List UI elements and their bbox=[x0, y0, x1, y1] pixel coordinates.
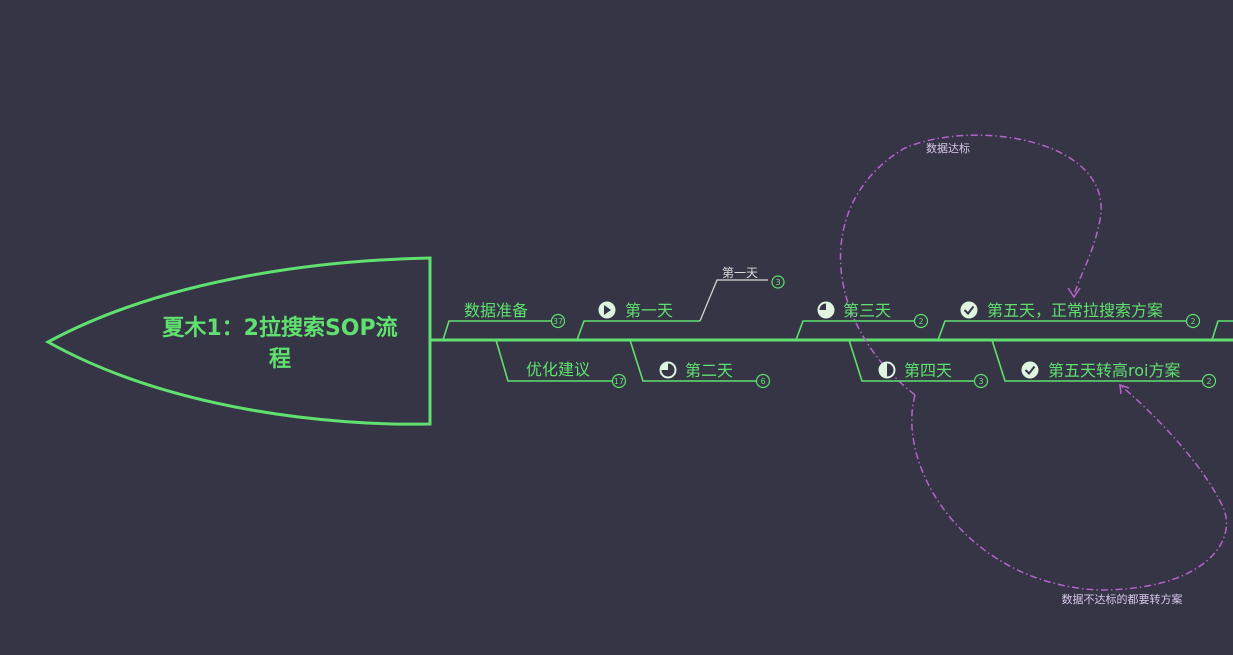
check-icon bbox=[1021, 361, 1039, 379]
branch-day-two[interactable]: 第二天 6 bbox=[629, 339, 771, 389]
fish-head-title-line2: 程 bbox=[269, 347, 291, 372]
count-badge-text: 3 bbox=[775, 278, 780, 287]
count-badge[interactable] bbox=[1185, 313, 1201, 329]
count-badge[interactable] bbox=[771, 275, 785, 289]
subtopic-connector bbox=[699, 279, 768, 322]
count-badge-text: 17 bbox=[614, 377, 624, 386]
count-badge[interactable] bbox=[611, 373, 627, 389]
fish-head-title-line1: 夏木1：2拉搜索SOP流 bbox=[162, 315, 397, 341]
branch-day-five-normal[interactable]: 第五天，正常拉搜索方案 2 bbox=[937, 301, 1201, 341]
count-badge[interactable] bbox=[913, 313, 929, 329]
branch-data-preparation[interactable]: 数据准备 37 bbox=[442, 301, 566, 341]
branch-day-three[interactable]: 第三天 2 bbox=[795, 301, 929, 341]
play-icon bbox=[598, 301, 616, 319]
count-badge[interactable] bbox=[973, 373, 989, 389]
count-badge-text: 6 bbox=[760, 377, 765, 386]
relation-arrow-lower bbox=[1119, 383, 1130, 395]
branch-label: 优化建议 bbox=[526, 360, 590, 379]
relation-label-lower: 数据不达标的都要转方案 bbox=[1062, 592, 1183, 606]
progress-75-icon bbox=[659, 361, 677, 379]
branch-label: 第一天 bbox=[625, 301, 673, 320]
progress-50-icon bbox=[878, 361, 896, 379]
count-badge[interactable] bbox=[550, 313, 566, 329]
check-icon bbox=[960, 301, 978, 319]
branch-label: 第四天 bbox=[904, 361, 952, 380]
subtopic-day-one[interactable]: 第一天 3 bbox=[722, 266, 785, 289]
count-badge[interactable] bbox=[1201, 373, 1217, 389]
branch-offscreen-stub bbox=[1211, 320, 1233, 341]
fish-head-shape[interactable] bbox=[44, 256, 432, 426]
relation-curve-lower[interactable] bbox=[911, 384, 1228, 591]
branch-label: 第二天 bbox=[685, 361, 733, 380]
count-badge[interactable] bbox=[755, 373, 771, 389]
branch-optimization-advice[interactable]: 优化建议 17 bbox=[495, 339, 627, 389]
relation-curve-upper[interactable] bbox=[839, 134, 1102, 396]
count-badge-text: 2 bbox=[918, 317, 923, 326]
branch-label: 第五天转高roi方案 bbox=[1048, 361, 1180, 380]
count-badge-text: 2 bbox=[1206, 377, 1211, 386]
subtopic-label: 第一天 bbox=[722, 266, 758, 280]
relation-label-upper: 数据达标 bbox=[926, 141, 970, 155]
count-badge-text: 37 bbox=[553, 317, 563, 326]
branch-day-four[interactable]: 第四天 3 bbox=[848, 339, 989, 389]
branch-label: 数据准备 bbox=[464, 301, 528, 320]
branch-label: 第三天 bbox=[843, 301, 891, 320]
branch-label: 第五天，正常拉搜索方案 bbox=[987, 301, 1163, 320]
branch-day-one[interactable]: 第一天 bbox=[576, 279, 768, 341]
count-badge-text: 3 bbox=[978, 377, 983, 386]
relation-arrow-upper bbox=[1067, 287, 1081, 299]
count-badge-text: 2 bbox=[1190, 317, 1195, 326]
progress-25-icon bbox=[817, 301, 835, 319]
branch-day-five-high-roi[interactable]: 第五天转高roi方案 2 bbox=[991, 339, 1217, 389]
